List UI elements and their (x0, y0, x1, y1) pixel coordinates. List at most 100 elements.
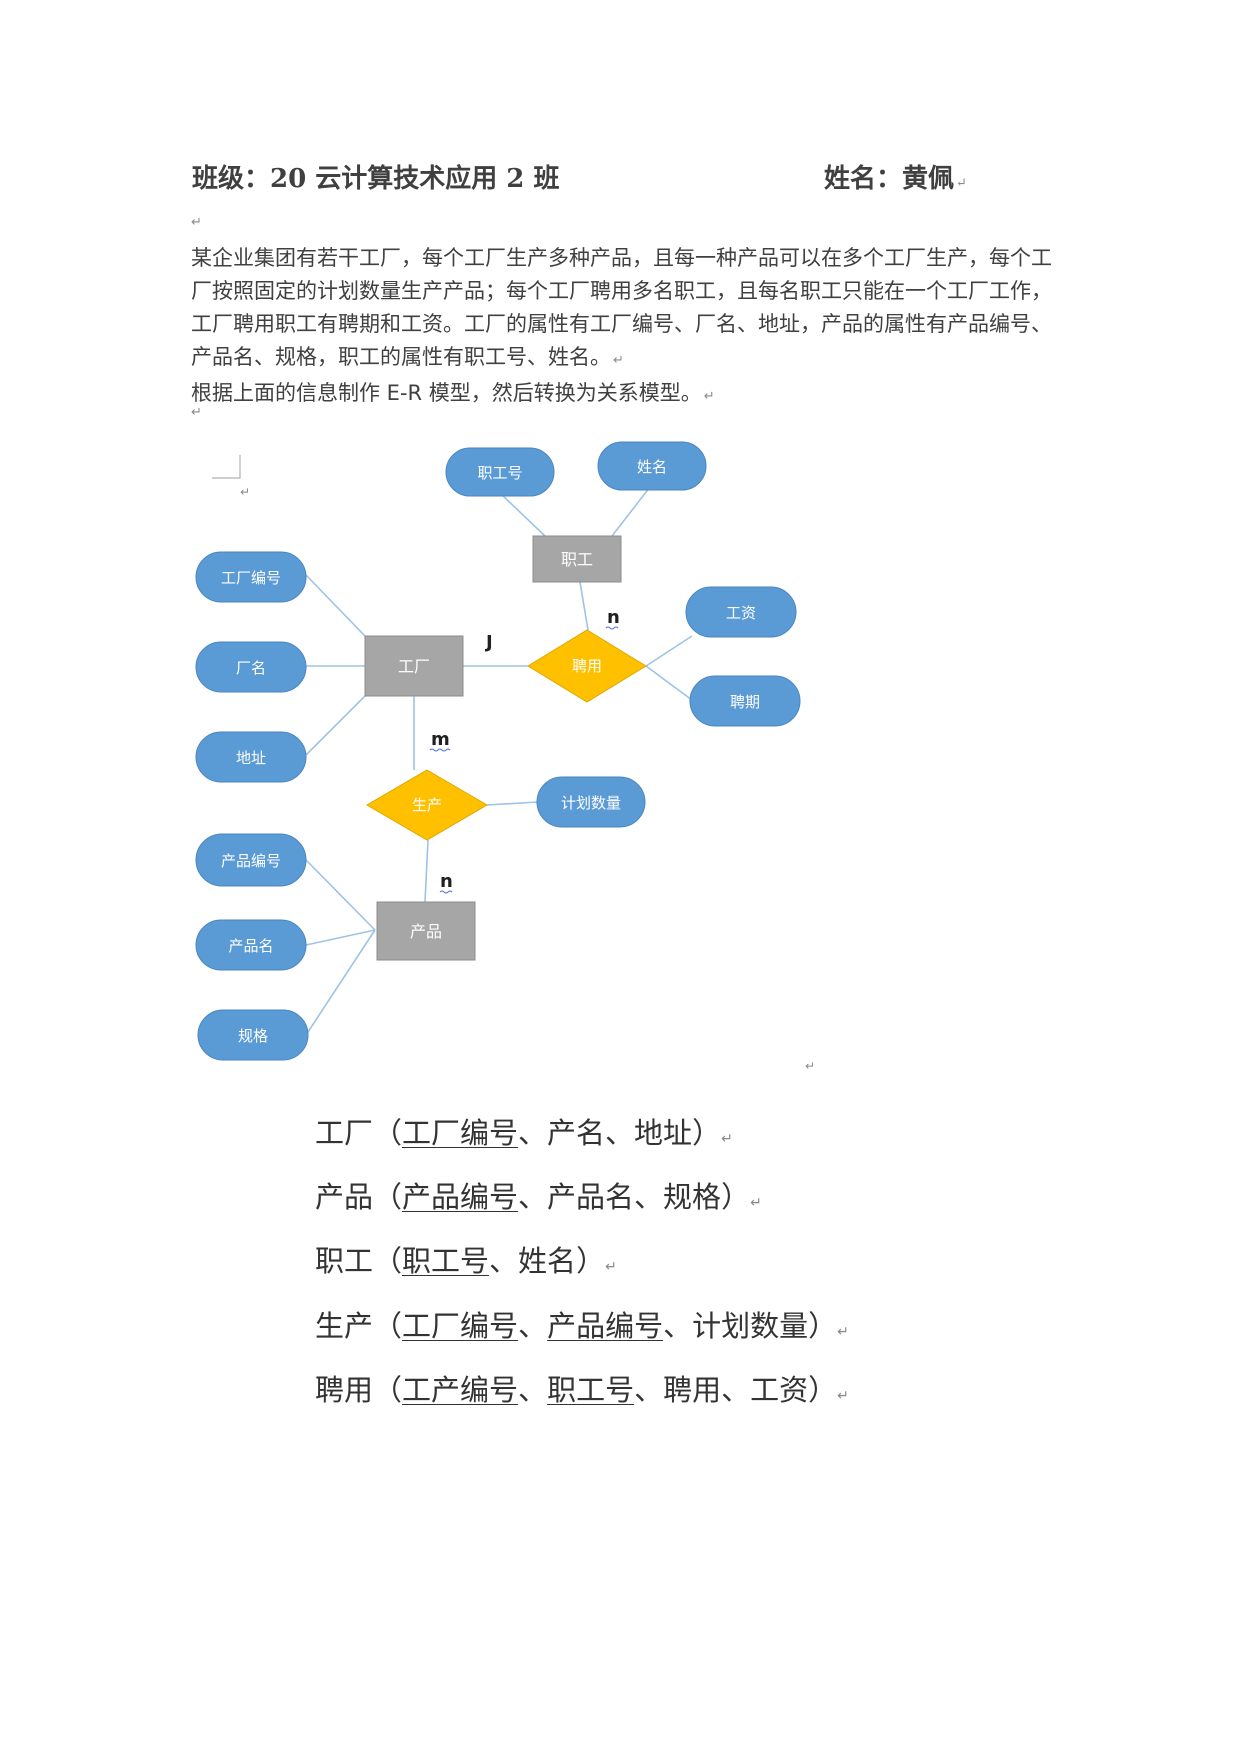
squiggle (605, 626, 619, 630)
paragraph-mark: ↵ (750, 1195, 762, 1211)
squiggle (439, 890, 453, 894)
squiggle (429, 748, 451, 752)
connector-line (645, 635, 693, 667)
paragraph-mark: ↵ (240, 485, 250, 499)
connector-line (305, 574, 366, 637)
relation-row: 职工（职工号、姓名）↵ (315, 1238, 617, 1280)
connector-line (424, 839, 429, 903)
problem-paragraph: 某企业集团有若干工厂，每个工厂生产多种产品，且每一种产品可以在多个工厂生产，每个… (191, 246, 1052, 369)
connector-line (305, 929, 376, 1036)
relation-name: 工厂 (315, 1116, 374, 1150)
entity-employee: 职工 (532, 535, 622, 583)
er-diagram: 职工 工厂 产品 聘用 生产 职工号 姓名 (195, 441, 815, 1073)
connector-line (305, 695, 366, 756)
relation-close-paren: ） (721, 1180, 751, 1214)
attribute-emp-name: 姓名 (597, 441, 707, 491)
attribute-label: 产品名 (228, 937, 273, 955)
attribute-term: 聘期 (689, 675, 801, 727)
cardinality-label: n (607, 607, 620, 628)
attribute-label: 工厂编号 (221, 569, 281, 587)
relation-row: 聘用（工产编号、职工号、聘用、工资）↵ (315, 1367, 849, 1409)
paragraph-mark: ↵ (805, 1059, 815, 1073)
relation-close-paren: ） (576, 1244, 606, 1278)
relation-name: 生产 (315, 1309, 374, 1343)
relation-close-paren: ） (692, 1116, 722, 1150)
relation-open-paren: （ (373, 1309, 403, 1343)
relation-attributes: 、产品名、规格 (518, 1180, 722, 1214)
paragraph-mark: ↵ (605, 1259, 617, 1275)
relation-row: 产品（产品编号、产品名、规格）↵ (315, 1174, 762, 1216)
entity-label: 产品 (410, 922, 442, 941)
spellcheck-squiggles (429, 626, 619, 894)
attribute-spec: 规格 (197, 1009, 309, 1061)
relationship-produce: 生产 (366, 769, 488, 841)
entity-product: 产品 (376, 901, 476, 961)
attribute-label: 厂名 (236, 659, 266, 677)
relation-separator: 、 (518, 1309, 548, 1343)
relation-open-paren: （ (373, 1373, 403, 1407)
attribute-label: 职工号 (477, 464, 522, 482)
relationship-label: 生产 (412, 796, 442, 814)
relation-attributes: 、聘用、工资 (634, 1373, 809, 1407)
connector-line (499, 492, 546, 537)
relationship-label: 聘用 (572, 657, 602, 675)
relation-name: 职工 (315, 1244, 374, 1278)
attribute-emp-no: 职工号 (445, 447, 555, 497)
cardinality-label: m (431, 729, 450, 750)
relation-close-paren: ） (808, 1373, 838, 1407)
name-label: 姓名： (824, 164, 903, 194)
relation-key-attribute: 工产编号 (402, 1373, 519, 1407)
relation-open-paren: （ (373, 1244, 403, 1278)
relation-key-attribute: 产品编号 (402, 1180, 519, 1214)
paragraph-mark: ↵ (703, 389, 715, 404)
class-value: 20 云计算技术应用 2 班 (270, 164, 560, 194)
relation-open-paren: （ (373, 1180, 403, 1214)
connector-line (611, 486, 651, 537)
paragraph-mark: ↵ (956, 176, 967, 191)
relation-key-attribute: 产品编号 (547, 1309, 664, 1343)
paragraph-mark: ↵ (721, 1131, 733, 1147)
attribute-label: 聘期 (730, 693, 760, 711)
connector-line (486, 801, 539, 806)
attribute-label: 计划数量 (561, 794, 621, 812)
relation-attributes: 、计划数量 (663, 1309, 809, 1343)
name-value: 黄佩 (902, 164, 955, 194)
attribute-plan-qty: 计划数量 (536, 776, 646, 828)
paragraph-mark: ↵ (837, 1324, 849, 1340)
paragraph-mark: ↵ (837, 1388, 849, 1404)
entity-factory: 工厂 (364, 635, 464, 697)
relation-separator: 、 (518, 1373, 548, 1407)
attribute-factory-name: 厂名 (195, 641, 307, 693)
entity-label: 工厂 (398, 657, 430, 676)
attribute-salary: 工资 (685, 586, 797, 638)
relation-attributes: 、产名、地址 (518, 1116, 693, 1150)
attribute-label: 工资 (726, 604, 756, 622)
task-paragraph: 根据上面的信息制作 E-R 模型，然后转换为关系模型。 (191, 381, 702, 405)
paragraph-mark: ↵ (613, 353, 624, 368)
problem-text: 某企业集团有若干工厂，每个工厂生产多种产品，且每一种产品可以在多个工厂生产，每个… (191, 242, 1061, 413)
relation-key-attribute: 工厂编号 (402, 1309, 519, 1343)
relation-name: 聘用 (315, 1373, 374, 1407)
class-label: 班级： (192, 164, 271, 194)
relation-key-attribute: 职工号 (547, 1373, 635, 1407)
relation-key-attribute: 工厂编号 (402, 1116, 519, 1150)
relation-row: 生产（工厂编号、产品编号、计划数量）↵ (315, 1303, 849, 1345)
connector-line (305, 859, 376, 931)
relation-name: 产品 (315, 1180, 374, 1214)
cardinality-label: n (440, 871, 453, 892)
attribute-factory-no: 工厂编号 (195, 551, 307, 603)
paragraph-mark: ↵ (191, 405, 202, 420)
relation-key-attribute: 职工号 (402, 1244, 490, 1278)
name-field: 姓名：黄佩↵ (824, 158, 967, 195)
connector-line (579, 581, 589, 631)
cardinality-label: J (484, 632, 493, 653)
relation-row: 工厂（工厂编号、产名、地址）↵ (315, 1110, 733, 1152)
connector-lines (305, 486, 693, 1036)
attribute-product-name: 产品名 (195, 919, 307, 971)
relation-close-paren: ） (808, 1309, 838, 1343)
header-line: 班级：20 云计算技术应用 2 班 姓名：黄佩↵ (192, 158, 1052, 198)
entity-label: 职工 (561, 550, 593, 569)
relation-open-paren: （ (373, 1116, 403, 1150)
connector-line (645, 665, 693, 701)
